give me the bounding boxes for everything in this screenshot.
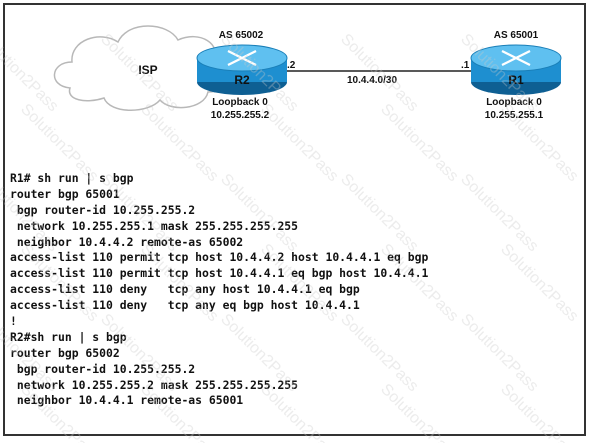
r1-name: R1: [508, 73, 524, 87]
r2-arrows-icon: [227, 50, 257, 66]
cli-line: network 10.255.255.2 mask 255.255.255.25…: [10, 377, 299, 392]
network-diagram: ISP 10.4.4.0/30 .2 .1 AS 65002 R2 Loopba…: [53, 25, 562, 121]
r2-address: 10.255.255.2: [211, 110, 270, 121]
cli-line: R2#sh run | s bgp: [10, 329, 127, 344]
cli-line: neighbor 10.4.4.2 remote-as 65002: [10, 234, 244, 249]
link-r2-end-label: .2: [287, 60, 296, 71]
link-subnet-label: 10.4.4.0/30: [347, 75, 397, 86]
r1-arrows-icon: [501, 50, 531, 66]
link-r1-end-label: .1: [461, 60, 470, 71]
cli-line: !: [10, 314, 17, 329]
router-r1: AS 65001 R1 Loopback 0 10.255.255.1: [470, 30, 562, 121]
r2-as-label: AS 65002: [219, 30, 264, 41]
cli-line: network 10.255.255.1 mask 255.255.255.25…: [10, 218, 299, 233]
cli-line: router bgp 65001: [10, 186, 120, 201]
router-r2: AS 65002 R2 Loopback 0 10.255.255.2: [196, 30, 288, 121]
cli-line: access-list 110 permit tcp host 10.4.4.1…: [10, 266, 429, 281]
r1-interface-label: Loopback 0: [486, 97, 542, 108]
isp-label: ISP: [138, 63, 157, 77]
cli-line: neighbor 10.4.4.1 remote-as 65001: [10, 393, 244, 408]
cli-line: access-list 110 permit tcp host 10.4.4.2…: [10, 250, 429, 265]
r1-address: 10.255.255.1: [485, 110, 544, 121]
cli-line: access-list 110 deny tcp any eq bgp host…: [10, 298, 360, 313]
cli-line: bgp router-id 10.255.255.2: [10, 202, 196, 217]
r2-name: R2: [234, 73, 250, 87]
cli-line: router bgp 65002: [10, 345, 120, 360]
cli-line: bgp router-id 10.255.255.2: [10, 361, 196, 376]
cli-output: R1# sh run | s bgp router bgp 65001 bgp …: [10, 171, 580, 409]
cli-line: R1# sh run | s bgp: [10, 171, 134, 185]
r1-as-label: AS 65001: [494, 30, 539, 41]
r2-interface-label: Loopback 0: [212, 97, 268, 108]
cli-line: access-list 110 deny tcp any host 10.4.4…: [10, 282, 360, 297]
